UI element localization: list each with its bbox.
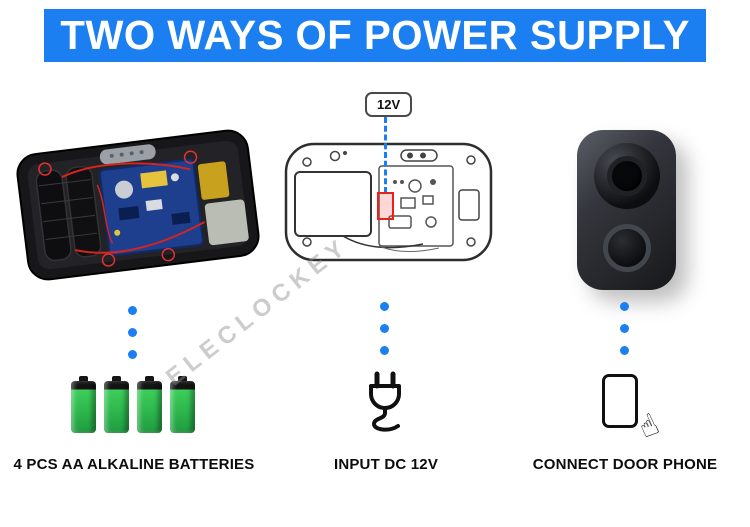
phone-tap-icon: ☝ [600,374,664,446]
tap-hand-icon: ☝ [632,406,665,447]
caption-batteries: 4 PCS AA ALKALINE BATTERIES [13,456,255,473]
doorbell-button [602,224,651,272]
power-plug-icon [369,371,401,432]
screw-marker [38,162,52,176]
ellipsis-dots [380,302,389,355]
page-title-banner: TWO WAYS OF POWER SUPPLY [44,9,706,62]
caption-dc-input: INPUT DC 12V [333,456,439,473]
screw [302,237,312,247]
callout-dashed-line [384,117,387,193]
dot [380,346,389,355]
dot [380,302,389,311]
screw [466,155,476,165]
aa-battery [71,376,96,433]
aa-batteries-icon [71,376,195,433]
aa-battery [104,376,129,433]
screw-marker [101,253,116,267]
battery-compartment-illustration [16,129,260,281]
screw [466,237,476,247]
aa-battery [170,376,195,433]
red-wire [61,162,191,178]
dc-connector-highlight [377,192,394,220]
door-phone-outline [602,374,638,428]
screw-marker [183,150,198,164]
voltage-callout: 12V [365,92,413,117]
screw-marker [161,247,176,262]
dot [620,302,629,311]
doorbell-illustration [577,130,676,290]
red-wire [74,221,206,254]
dot [620,346,629,355]
camera-lens [593,143,660,209]
dot [128,306,137,315]
dot [380,324,389,333]
dot [620,324,629,333]
battery-box-outline [294,171,372,237]
back-cover-illustration [284,142,493,262]
screw [302,157,312,167]
speaker [99,144,156,165]
caption-door-phone: CONNECT DOOR PHONE [532,456,718,473]
dot [128,350,137,359]
page-title: TWO WAYS OF POWER SUPPLY [60,12,690,58]
ellipsis-dots [128,306,137,359]
camera-lens-inner [606,156,647,196]
ellipsis-dots [620,302,629,355]
wire [342,235,424,249]
aa-battery [137,376,162,433]
dot [128,328,137,337]
